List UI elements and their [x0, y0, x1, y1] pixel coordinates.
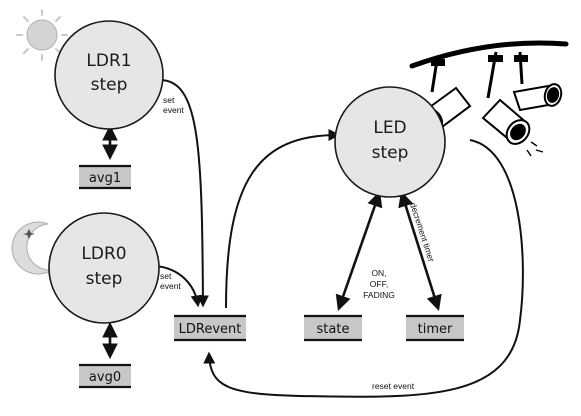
node-ldr1-step: LDR1 step [54, 20, 164, 130]
var-state: state [304, 314, 362, 342]
node-led-step: LED step [334, 86, 446, 198]
svg-text:OFF,: OFF, [370, 279, 388, 289]
var-timer-label: timer [418, 322, 453, 337]
edge-ldrevent-led [225, 129, 341, 309]
label-ldr1-set-event: set event [163, 95, 184, 115]
var-avg1-label: avg1 [89, 171, 121, 186]
var-ldrevent: LDRevent [174, 314, 246, 342]
node-led-line1: LED [373, 118, 406, 138]
edge-led-ldrevent-reset [203, 139, 524, 398]
svg-text:set: set [160, 271, 172, 281]
var-avg0: avg0 [79, 363, 131, 389]
edge-ldr1-ldrevent [159, 79, 209, 308]
var-avg0-label: avg0 [89, 370, 121, 385]
node-led-line2: step [372, 143, 409, 163]
node-ldr1-line1: LDR1 [86, 51, 131, 71]
node-ldr0-line1: LDR0 [81, 244, 126, 264]
svg-text:ON,: ON, [371, 268, 386, 278]
svg-text:event: event [163, 105, 184, 115]
svg-text:set: set [163, 95, 175, 105]
edge-ldr0-ldrevent [154, 265, 203, 308]
edge-led-state [335, 191, 383, 311]
sun-icon [16, 9, 68, 61]
var-state-label: state [317, 322, 350, 337]
edge-led-timer [398, 191, 442, 311]
var-timer: timer [406, 314, 464, 342]
moon-icon [11, 221, 53, 275]
label-decrement-timer: decrement timer [408, 202, 437, 264]
node-ldr0-line2: step [86, 269, 123, 289]
node-ldr1-line2: step [91, 75, 128, 95]
svg-text:event: event [160, 281, 181, 291]
var-avg1: avg1 [79, 164, 131, 190]
label-reset-event: reset event [372, 381, 415, 391]
label-ldr0-set-event: set event [160, 271, 181, 291]
node-ldr0-step: LDR0 step [48, 212, 160, 324]
var-ldrevent-label: LDRevent [179, 322, 242, 337]
svg-text:FADING: FADING [363, 290, 395, 300]
label-state-values: ON, OFF, FADING [363, 268, 395, 300]
edges [102, 79, 524, 398]
